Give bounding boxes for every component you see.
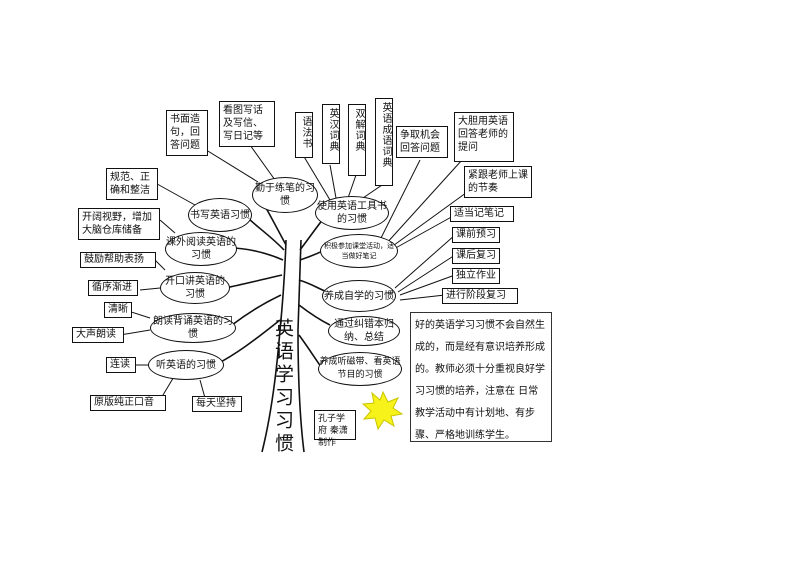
detail-step: 循序渐进	[88, 280, 138, 296]
starburst-decoration	[361, 390, 404, 431]
credit-label: 孔子学府 秦潇制作	[314, 410, 356, 448]
oval-writing-practice: 勤于练笔的习惯	[252, 177, 318, 213]
detail-answer-chance: 争取机会回答问题	[396, 126, 448, 158]
trunk-title: 英语学习习惯	[272, 318, 294, 456]
oval-handwriting: 书写英语习惯	[188, 198, 252, 232]
detail-encourage: 鼓励帮助表扬	[80, 252, 156, 268]
tool-bilingual-dict: 双解词典	[348, 104, 366, 176]
detail-sentence: 书面造句，回答问题	[166, 110, 208, 156]
detail-review: 课后复习	[452, 248, 500, 264]
detail-neat: 规范、正确和整洁	[106, 168, 158, 200]
detail-follow-teacher: 紧跟老师上课的节奏	[464, 166, 532, 198]
detail-picture-writing: 看图写话及写信、写日记等	[219, 101, 275, 147]
detail-preview: 课前预习	[452, 227, 500, 243]
oval-error-book: 通过纠错本归纳、总结	[328, 316, 400, 346]
detail-daily: 每天坚持	[192, 396, 242, 412]
detail-stage-review: 进行阶段复习	[442, 288, 518, 304]
note-paragraph: 好的英语学习习惯不会自然生成的，而是经有意识培养形成的。教师必须十分重视良好学习…	[410, 312, 552, 442]
detail-independent: 独立作业	[452, 268, 500, 284]
detail-bold-answer: 大胆用英语回答老师的提问	[454, 112, 514, 162]
oval-classroom: 积极参加课堂活动，适当做好笔记	[320, 234, 398, 268]
oval-listening: 听英语的习惯	[148, 350, 224, 380]
oval-self-study: 养成自学的习惯	[322, 280, 396, 312]
oval-tapes: 养成听磁带、看英语节目的习惯	[318, 352, 402, 386]
detail-take-notes: 适当记笔记	[450, 206, 514, 222]
oval-reading: 课外阅读英语的习惯	[165, 232, 237, 266]
detail-fluent: 连读	[106, 357, 136, 373]
detail-horizon: 开阔视野，增加大脑仓库储备	[78, 208, 160, 240]
detail-loud: 大声朗读	[72, 327, 124, 343]
tool-en-cn-dict: 英汉词典	[322, 104, 340, 164]
detail-authentic: 原版纯正口音	[90, 395, 166, 411]
tool-idiom-dict: 英语成语词典	[375, 98, 393, 186]
detail-clear: 清晰	[104, 302, 132, 318]
oval-speaking: 开口讲英语的习惯	[160, 272, 230, 304]
trunk-left	[261, 239, 287, 453]
oval-tools: 使用英语工具书的习惯	[315, 196, 389, 230]
trunk-right	[297, 239, 305, 453]
tool-grammar-book: 语法书	[295, 112, 313, 158]
oval-recite: 朗读背诵英语的习惯	[150, 313, 236, 343]
